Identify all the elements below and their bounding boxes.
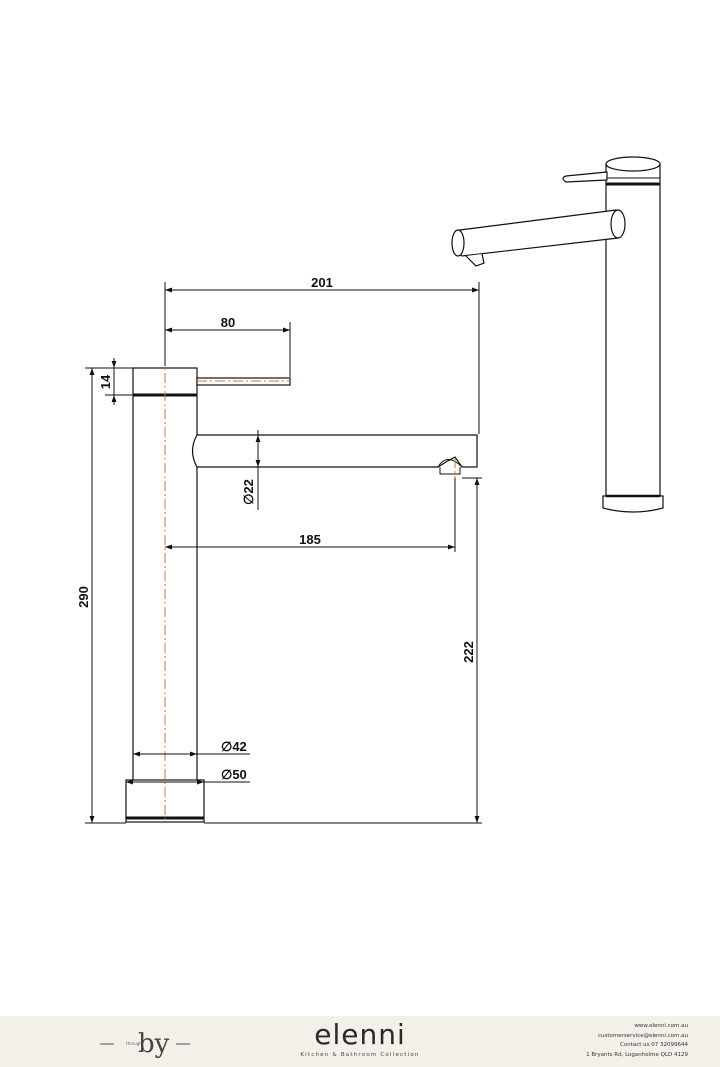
dimension-lines bbox=[85, 282, 482, 824]
contact-website[interactable]: www.elenni.com.au bbox=[634, 1023, 688, 1029]
dim-overall-reach: 201 bbox=[311, 275, 333, 290]
iso-base bbox=[602, 495, 664, 513]
by-through-mark: through by bbox=[100, 1029, 190, 1059]
elenni-logo: elenni Kitchen & Bathroom Collection bbox=[300, 1020, 420, 1066]
spout bbox=[197, 434, 478, 468]
centre-lines bbox=[164, 355, 456, 820]
logo-tagline: Kitchen & Bathroom Collection bbox=[300, 1052, 420, 1058]
contact-email[interactable]: customerservice@elenni.com.au bbox=[598, 1032, 688, 1039]
dim-lever-length: 80 bbox=[221, 315, 235, 330]
iso-lever bbox=[562, 171, 608, 183]
dim-spout-diameter: ∅22 bbox=[241, 479, 256, 505]
technical-drawing: 201 80 14 290 ∅22 185 222 ∅42 ∅50 bbox=[76, 156, 664, 824]
by-small-text: through bbox=[126, 1041, 142, 1046]
dim-spout-reach: 185 bbox=[299, 532, 321, 547]
dim-lever-height: 14 bbox=[98, 374, 113, 389]
footer-bar bbox=[0, 1016, 720, 1067]
by-text: by bbox=[138, 1029, 170, 1059]
contact-phone: Contact us 07 32099644 bbox=[620, 1042, 688, 1048]
dim-overall-height: 290 bbox=[76, 586, 91, 608]
logo-wordmark: elenni bbox=[314, 1018, 406, 1051]
contact-details: www.elenni.com.au customerservice@elenni… bbox=[586, 1022, 688, 1060]
iso-spout bbox=[452, 209, 624, 257]
dim-base-diameter: ∅50 bbox=[221, 767, 247, 782]
dim-body-diameter: ∅42 bbox=[221, 739, 247, 754]
isometric-view bbox=[451, 156, 664, 513]
contact-address: 1 Bryants Rd, Loganholme QLD 4129 bbox=[586, 1051, 688, 1058]
dim-spout-height: 222 bbox=[461, 641, 476, 663]
